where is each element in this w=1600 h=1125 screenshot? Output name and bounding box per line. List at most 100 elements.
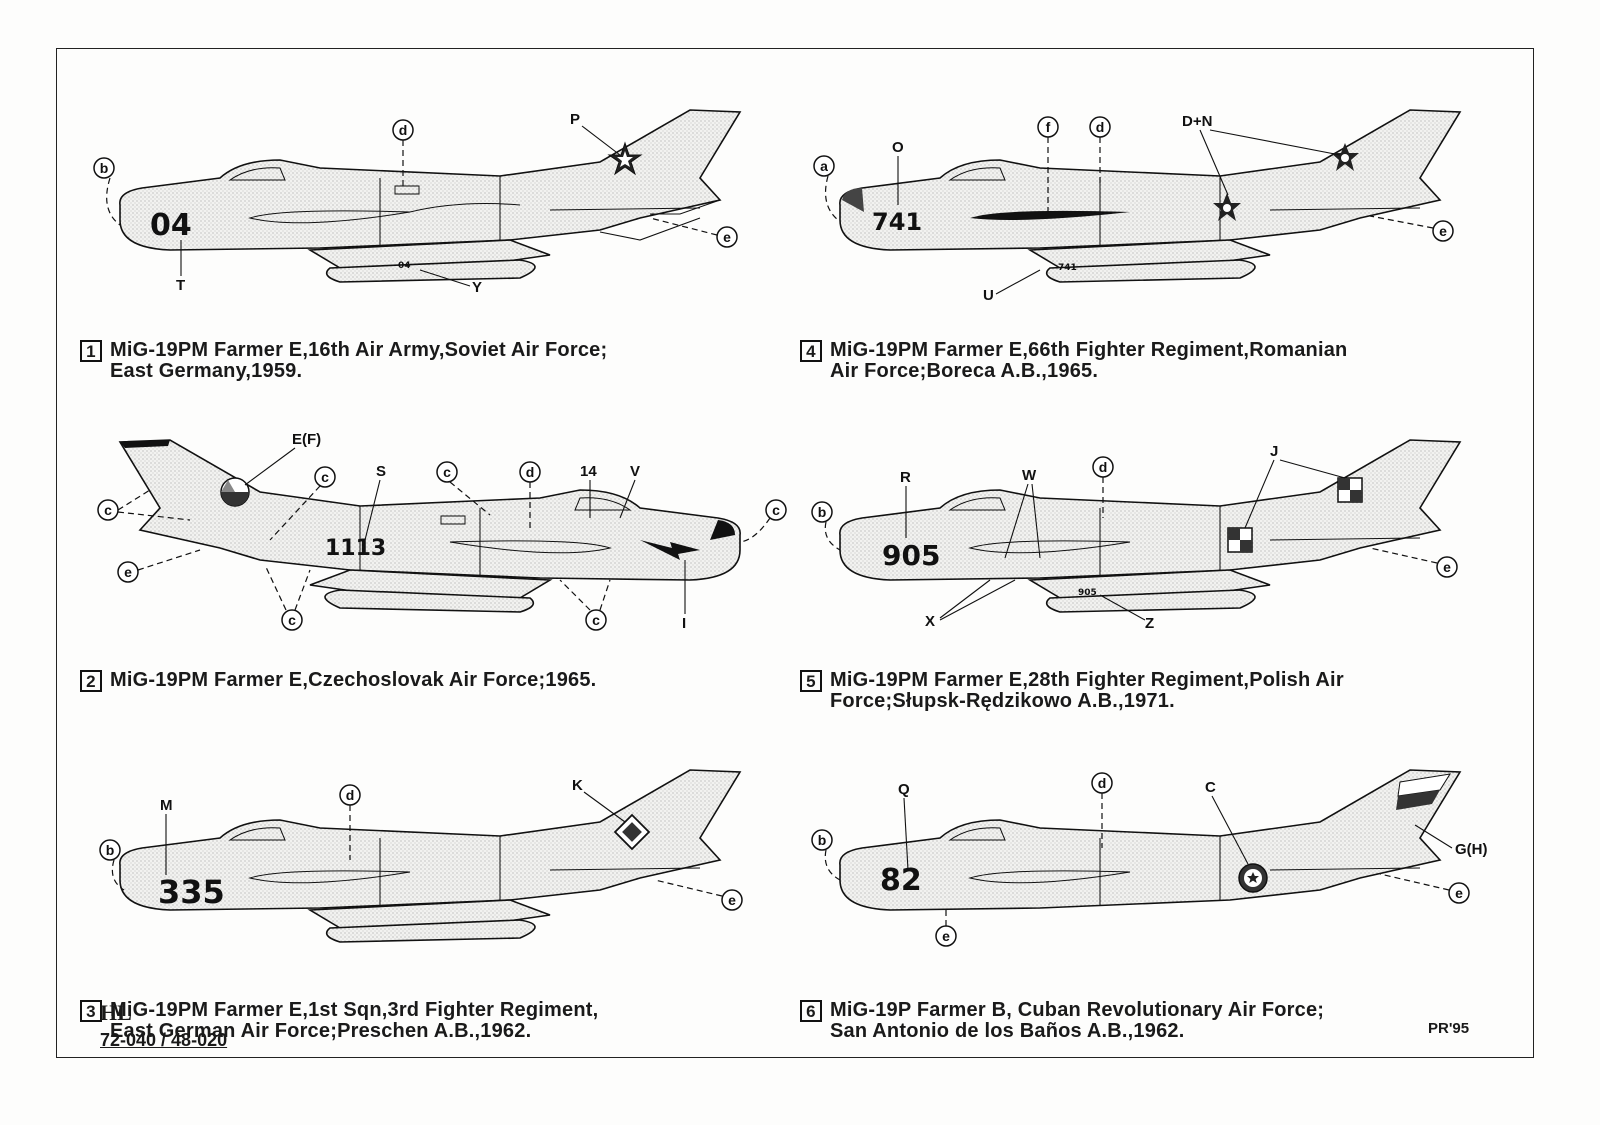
red-star-insignia-tail [1331,143,1359,171]
label-K: K [572,777,583,794]
svg-text:b: b [106,842,115,858]
aircraft-profile-2: 1113 c c c d c e c c E(F) S 14 V I [97,431,787,632]
aircraft-code: 1113 [325,536,386,561]
profile-6: 82 b d e e Q C G(H) 6 MiG-19P Farmer B, … [800,760,1500,1060]
label-Y: Y [472,279,482,296]
circled-label-b: b [99,839,121,861]
svg-text:d: d [1098,775,1107,791]
circled-label-b: b [811,829,833,851]
label-V: V [630,463,640,480]
svg-text:c: c [321,469,329,485]
cuban-roundel-insignia [1238,863,1268,893]
svg-text:c: c [772,502,780,518]
caption-line-2: East German Air Force;Preschen A.B.,1962… [110,1020,532,1042]
polish-checkerboard-tail [1337,477,1363,503]
circled-label-c-fin: c [314,466,336,488]
profile-caption: 3 MiG-19PM Farmer E,1st Sqn,3rd Fighter … [80,1000,780,1042]
aircraft-code: 905 [882,539,940,572]
label-14: 14 [580,463,597,480]
svg-text:c: c [443,464,451,480]
svg-text:e: e [942,928,950,944]
label-W: W [1022,467,1037,484]
svg-text:c: c [288,612,296,628]
caption-line-1: MiG-19P Farmer B, Cuban Revolutionary Ai… [830,999,1325,1021]
circled-label-e: e [1432,220,1454,242]
profile-number-box: 6 [800,1000,822,1022]
profile-number-box: 4 [800,340,822,362]
artist-signature: PR'95 [1428,1020,1470,1037]
svg-text:c: c [104,502,112,518]
svg-text:b: b [818,504,827,520]
svg-text:c: c [592,612,600,628]
caption-line-1: MiG-19PM Farmer E,28th Fighter Regiment,… [830,669,1344,691]
label-Z: Z [1145,615,1154,632]
caption-line-2: East Germany,1959. [110,360,303,382]
circled-label-a: a [813,155,835,177]
label-C: C [1205,779,1216,796]
red-star-insignia [607,141,643,176]
catalog-numbers: 72-040 / 48-020 [100,1030,228,1050]
caption-line-2: Air Force;Boreca A.B.,1965. [830,360,1099,382]
svg-text:f: f [1046,119,1051,135]
caption-line-1: MiG-19PM Farmer E,66th Fighter Regiment,… [830,339,1348,361]
label-P: P [570,111,580,128]
tank-code: 741 [1058,263,1077,273]
label-E-F: E(F) [292,431,321,448]
caption-line-1: MiG-19PM Farmer E,1st Sqn,3rd Fighter Re… [110,999,599,1021]
circled-label-e-tail: e [1448,882,1470,904]
circled-label-d: d [1092,456,1114,478]
svg-text:a: a [820,158,828,174]
profile-number-box: 2 [80,670,102,692]
circled-label-d: d [1089,116,1111,138]
aircraft-profile-3: 335 b d e M K [99,769,743,943]
profile-caption: 1 MiG-19PM Farmer E,16th Air Army,Soviet… [80,340,780,382]
svg-text:e: e [1455,885,1463,901]
svg-text:e: e [723,229,731,245]
circled-label-e: e [1436,556,1458,578]
mig19-side-view [839,439,1462,613]
svg-text:b: b [100,160,109,176]
svg-text:d: d [346,787,355,803]
east-german-emblem-insignia [613,813,651,851]
label-S: S [376,463,386,480]
circled-label-e: e [721,889,743,911]
aircraft-profile-4: 741 741 a f d e O D+N U [813,109,1462,304]
circled-label-d: d [392,119,414,141]
circled-label-e-belly: e [935,925,957,947]
profile-5: 905 905 b d e R W J X Z 5 MiG-19PM Farme… [800,430,1500,730]
svg-text:d: d [399,122,408,138]
mig19-side-view [839,769,1462,911]
svg-text:e: e [728,892,736,908]
profile-number-box: 5 [800,670,822,692]
label-R: R [900,469,911,486]
svg-text:d: d [1099,459,1108,475]
tank-code: 905 [1078,588,1097,598]
circled-label-b: b [93,157,115,179]
red-star-insignia-fuselage [1213,193,1241,221]
label-T: T [176,277,185,294]
label-G-H: G(H) [1455,841,1488,858]
aircraft-profile-1: 04 04 b d e P T Y [93,109,742,296]
label-M: M [160,797,173,814]
aircraft-code: 335 [158,873,225,911]
svg-text:d: d [526,464,535,480]
circled-label-b: b [811,501,833,523]
svg-text:d: d [1096,119,1105,135]
circled-label-c-gear: c [585,609,607,631]
label-U: U [983,287,994,304]
label-J: J [1270,443,1278,460]
circled-label-d: d [339,784,361,806]
circled-label-c-top: c [436,461,458,483]
mig19-side-view [119,769,742,943]
label-O: O [892,139,904,156]
label-I: I [682,615,686,632]
label-X: X [925,613,935,630]
czech-roundel-insignia [220,477,250,507]
circled-label-f: f [1037,116,1059,138]
mig19-side-view [119,109,742,283]
circled-label-e: e [117,561,139,583]
circled-label-c-tail: c [97,499,119,521]
profile-1: 04 04 b d e P T Y 1 MiG-19PM Farmer E,16… [80,100,780,400]
circled-label-c-nose: c [765,499,787,521]
profile-caption: 6 MiG-19P Farmer B, Cuban Revolutionary … [800,1000,1500,1042]
